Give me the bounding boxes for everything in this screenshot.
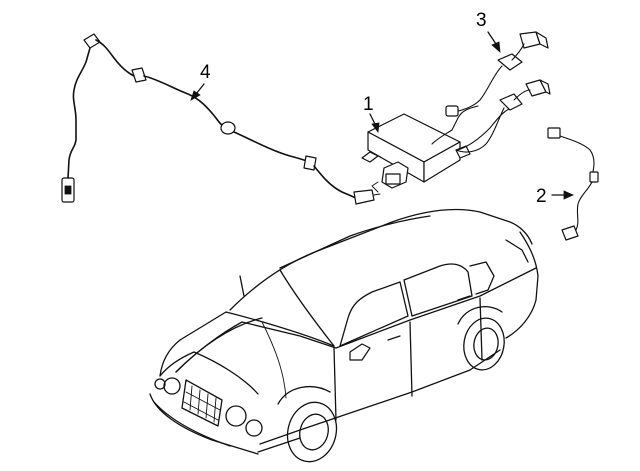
callout-4: 4 xyxy=(190,62,211,101)
callout-1: 1 xyxy=(363,94,380,134)
antenna-cable-part xyxy=(61,33,381,205)
car-illustration xyxy=(149,208,539,463)
control-module-part xyxy=(361,105,513,193)
callout-3: 3 xyxy=(476,10,501,53)
callout-label-3: 3 xyxy=(476,10,487,31)
callout-label-2: 2 xyxy=(536,186,547,207)
callout-label-4: 4 xyxy=(200,62,211,83)
sensor-harness-part xyxy=(547,127,599,241)
connector-harness-part xyxy=(445,31,551,153)
callout-2: 2 xyxy=(536,186,574,207)
callout-label-1: 1 xyxy=(363,94,374,115)
